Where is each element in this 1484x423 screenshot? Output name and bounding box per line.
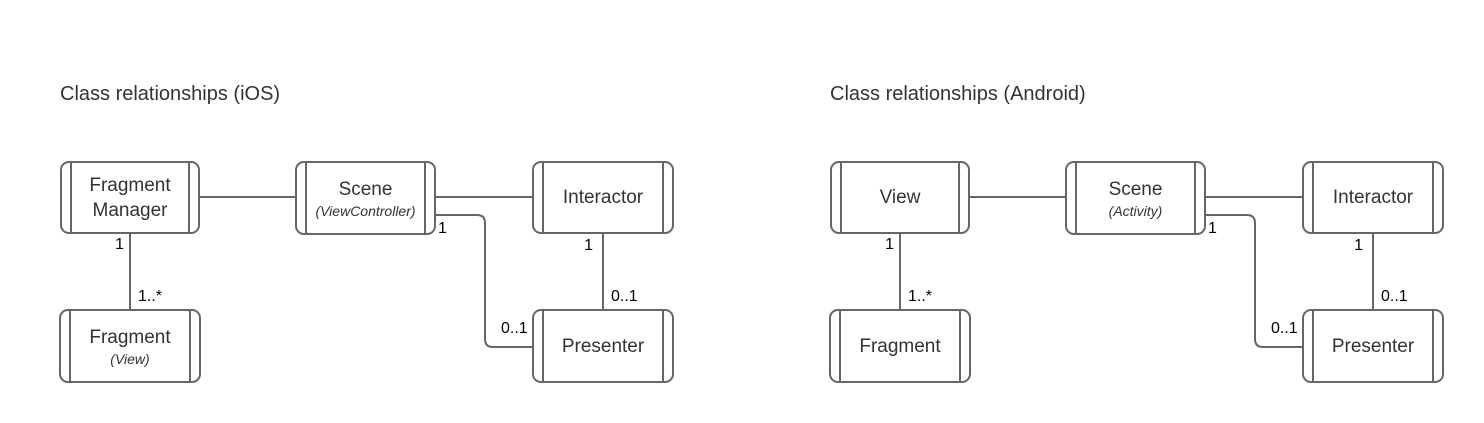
multiplicity-label: 0..1 [1271, 320, 1298, 337]
node-label: Presenter [1331, 335, 1415, 357]
node-label: Fragment [89, 326, 171, 348]
node-label: Presenter [561, 335, 645, 357]
ios-class-diagram: Class relationships (iOS) Fragment Manag… [0, 0, 714, 423]
multiplicity-label: 1 [1354, 237, 1363, 254]
node-sublabel: (View) [110, 350, 150, 367]
class-node-fragment-manager[interactable]: Fragment Manager [60, 161, 200, 234]
multiplicity-label: 1..* [138, 288, 163, 305]
class-node-interactor[interactable]: Interactor [532, 161, 674, 234]
multiplicity-label: 1 [1208, 220, 1217, 237]
diagram-title-ios: Class relationships (iOS) [60, 83, 281, 105]
class-node-fragment-view[interactable]: Fragment (View) [59, 309, 201, 383]
class-node-interactor[interactable]: Interactor [1302, 161, 1444, 234]
class-node-scene-viewcontroller[interactable]: Scene (ViewController) [295, 161, 436, 235]
class-node-fragment[interactable]: Fragment [829, 309, 971, 383]
multiplicity-label: 1..* [908, 288, 933, 305]
node-label: Interactor [562, 187, 644, 208]
node-label: Interactor [1332, 187, 1414, 208]
multiplicity-label: 0..1 [1381, 288, 1408, 305]
multiplicity-label: 0..1 [611, 288, 638, 305]
android-class-diagram: Class relationships (Android) View Scene… [770, 0, 1484, 423]
node-label: Scene [338, 178, 393, 200]
multiplicity-label: 1 [885, 236, 894, 253]
node-label: View [879, 187, 921, 208]
class-node-presenter[interactable]: Presenter [532, 309, 674, 383]
class-node-view[interactable]: View [830, 161, 970, 234]
diagram-title-android: Class relationships (Android) [830, 83, 1086, 105]
node-sublabel: (ViewController) [315, 202, 416, 219]
node-label: Fragment Manager [89, 174, 171, 221]
class-node-presenter[interactable]: Presenter [1302, 309, 1444, 383]
node-label: Scene [1108, 178, 1163, 200]
multiplicity-label: 1 [115, 236, 124, 253]
multiplicity-label: 1 [584, 237, 593, 254]
multiplicity-label: 1 [438, 220, 447, 237]
multiplicity-label: 0..1 [501, 320, 528, 337]
node-label: Fragment [859, 335, 941, 357]
node-sublabel: (Activity) [1108, 202, 1163, 219]
class-node-scene-activity[interactable]: Scene (Activity) [1065, 161, 1206, 235]
